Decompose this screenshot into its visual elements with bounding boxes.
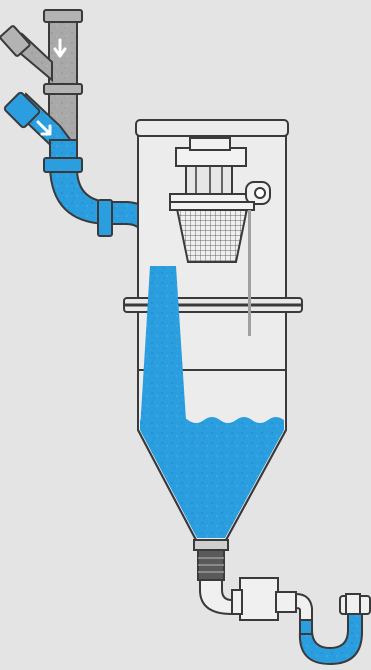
drain-pipe: [200, 578, 312, 620]
bottom-coupling: [194, 540, 228, 580]
level-probe: [248, 210, 251, 336]
inlet-pipe-branch: [0, 25, 52, 80]
outlet-nozzle: [246, 182, 270, 204]
